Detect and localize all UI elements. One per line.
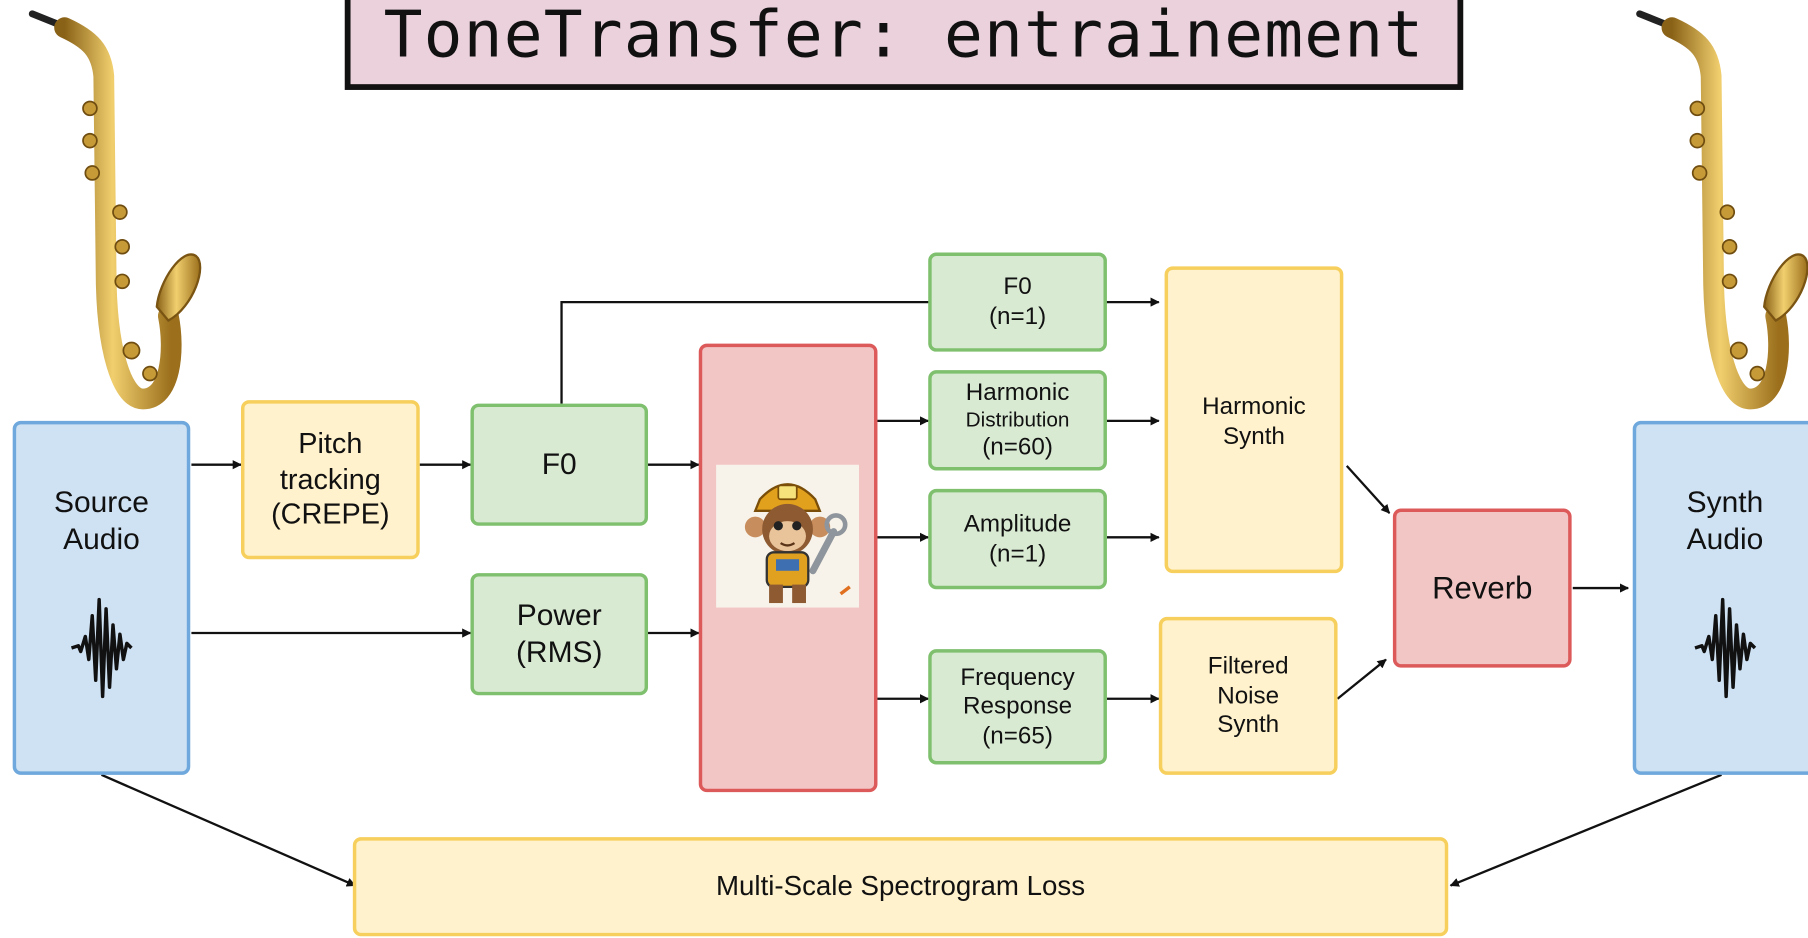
f0-param-label: F0 (n=1) (988, 273, 1047, 330)
f0-box: F0 (470, 403, 649, 526)
harmonic-distribution-line2: Distribution (965, 407, 1070, 431)
filtered-noise-synth-label: Filtered Noise Synth (1207, 652, 1289, 739)
power-rms-label: Power (RMS) (515, 597, 603, 669)
amplitude-box: Amplitude (n=1) (928, 488, 1107, 590)
waveform-icon (70, 597, 133, 699)
f0-param-box: F0 (n=1) (928, 252, 1107, 352)
saxophone-icon (1636, 10, 1808, 410)
amplitude-label: Amplitude (n=1) (963, 510, 1072, 567)
pitch-tracking-label: Pitch tracking (CREPE) (271, 428, 390, 531)
synth-audio-box: Synth Audio (1632, 420, 1808, 775)
diagram-title: ToneTransfer: entrainement (344, 0, 1464, 90)
monkey-mechanic-icon (716, 464, 860, 608)
harmonic-distribution-line3: (n=60) (982, 434, 1053, 461)
harmonic-distribution-box: Harmonic Distribution (n=60) (928, 370, 1107, 471)
f0-label: F0 (541, 446, 577, 481)
harmonic-synth-label: Harmonic Synth (1202, 393, 1306, 450)
pitch-tracking-box: Pitch tracking (CREPE) (240, 400, 420, 560)
reverb-box: Reverb (1392, 508, 1572, 668)
synth-audio-label: Synth Audio (1686, 484, 1764, 556)
frequency-response-label: Frequency Response (n=65) (960, 663, 1075, 750)
harmonic-distribution-line1: Harmonic (965, 379, 1070, 406)
reverb-label: Reverb (1432, 570, 1533, 605)
power-rms-box: Power (RMS) (470, 573, 649, 696)
harmonic-synth-box: Harmonic Synth (1164, 266, 1344, 574)
filtered-noise-synth-box: Filtered Noise Synth (1158, 616, 1338, 775)
source-audio-label: Source Audio (53, 484, 149, 556)
waveform-icon (1694, 597, 1757, 699)
loss-label: Multi-Scale Spectrogram Loss (715, 870, 1086, 903)
loss-box: Multi-Scale Spectrogram Loss (352, 837, 1449, 937)
source-audio-box: Source Audio (12, 420, 191, 775)
saxophone-icon (28, 10, 202, 410)
frequency-response-box: Frequency Response (n=65) (928, 649, 1107, 765)
